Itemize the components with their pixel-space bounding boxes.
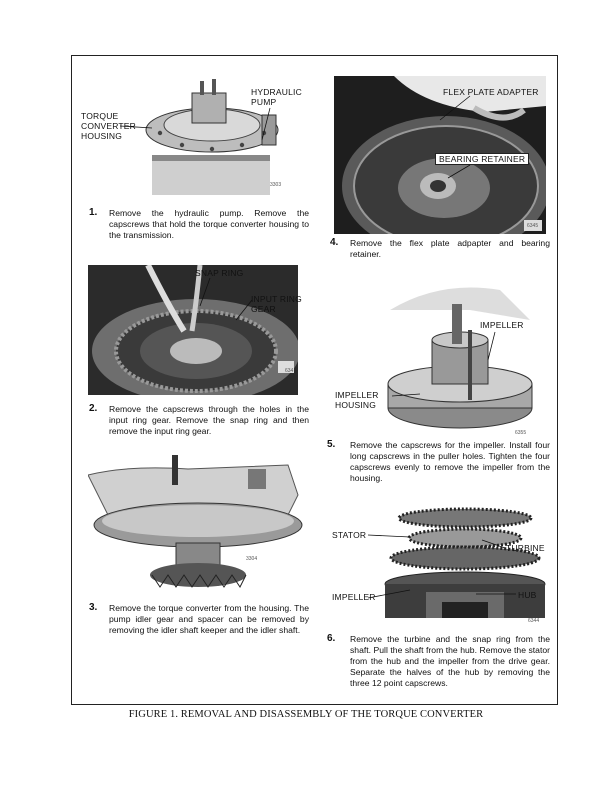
- label-turbine: TURBINE: [506, 543, 545, 553]
- label-impeller-6: IMPELLER: [332, 592, 376, 602]
- step-3-number: 3.: [89, 602, 98, 613]
- step-5-number: 5.: [327, 439, 336, 450]
- step-3-text: Remove the torque converter from the hou…: [109, 603, 309, 635]
- photo-input-ring-gear: [88, 265, 298, 395]
- step-4-number: 4.: [330, 237, 339, 248]
- step-6-number: 6.: [327, 633, 336, 644]
- step-6-text: Remove the turbine and the snap ring fro…: [350, 634, 550, 688]
- photo-torque-converter: [88, 455, 308, 593]
- label-impeller: IMPELLER: [480, 320, 524, 330]
- label-impeller-housing: IMPELLER HOUSING: [335, 390, 379, 410]
- photo-stator-turbine-hub: [380, 506, 550, 630]
- photo-number-5: 6355: [515, 430, 527, 436]
- step-2-number: 2.: [89, 403, 98, 414]
- label-torque-converter-housing: TORQUE CONVERTER HOUSING: [81, 111, 137, 141]
- step-1-number: 1.: [89, 207, 98, 218]
- photo-number-4: 6345: [527, 223, 539, 229]
- label-input-ring-gear: INPUT RING GEAR: [251, 294, 302, 314]
- label-stator: STATOR: [332, 530, 367, 540]
- label-hydraulic-pump: HYDRAULIC PUMP: [251, 87, 302, 107]
- photo-impeller: [380, 280, 540, 440]
- label-bearing-retainer: BEARING RETAINER: [435, 153, 530, 165]
- step-5-text: Remove the capscrews for the impeller. I…: [350, 440, 550, 483]
- step-1-text: Remove the hydraulic pump. Remove the ca…: [109, 208, 309, 240]
- photo-number-2: 634: [285, 368, 294, 374]
- label-hub: HUB: [518, 590, 537, 600]
- label-flex-plate-adapter: FLEX PLATE ADAPTER: [443, 87, 539, 97]
- label-snap-ring: SNAP RING: [195, 268, 244, 278]
- photo-torque-converter-drawing: [88, 455, 308, 593]
- step-2-text: Remove the capscrews through the holes i…: [109, 404, 309, 436]
- photo-number-1: 3303: [270, 182, 282, 188]
- step-4-text: Remove the flex plate adpapter and beari…: [350, 238, 550, 259]
- figure-caption: FIGURE 1. REMOVAL AND DISASSEMBLY OF THE…: [128, 709, 484, 720]
- photo-impeller-drawing: [380, 280, 540, 440]
- photo-stator-turbine-hub-drawing: [380, 506, 550, 630]
- photo-input-ring-gear-drawing: [88, 265, 298, 395]
- photo-number-3: 3304: [246, 556, 258, 562]
- photo-number-6: 6344: [528, 618, 540, 624]
